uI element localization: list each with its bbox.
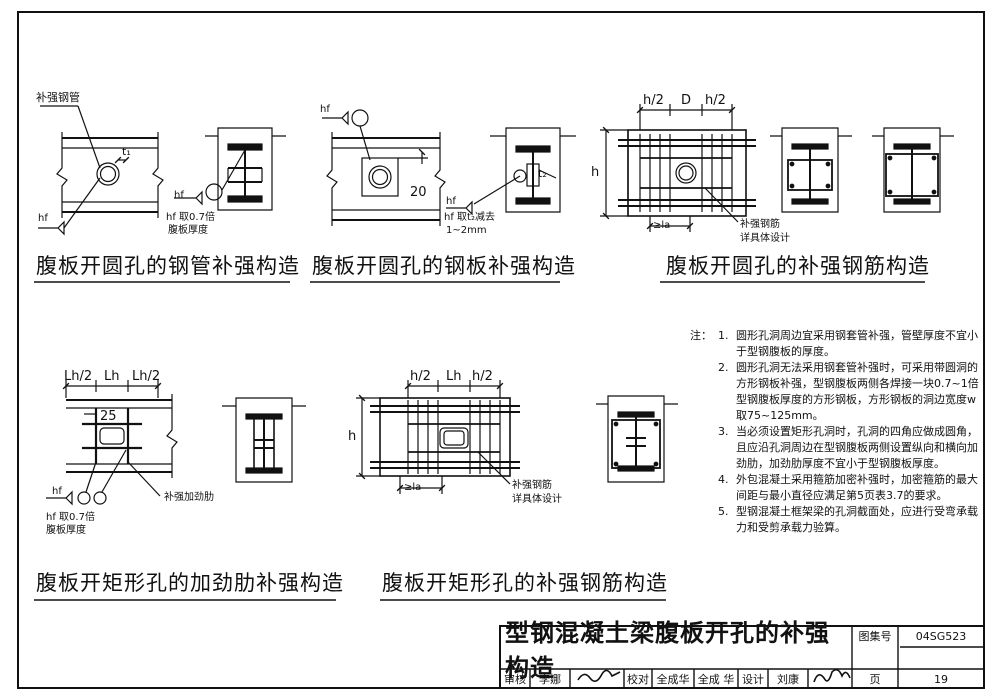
atlas-number: 04SG523: [915, 630, 967, 643]
label-rebar2-d5: 详具体设计: [512, 494, 562, 505]
label-half-h-d5-left: h/2: [410, 369, 431, 384]
check-name: 全成华: [656, 673, 690, 686]
design-label: 设计: [742, 673, 764, 686]
label-stiffener: 补强加劲肋: [164, 492, 214, 503]
label-Lh-half-left: Lh/2: [64, 369, 93, 384]
label-D: D: [681, 93, 692, 108]
label-hf-d2-sec: hf: [446, 196, 456, 207]
title-block: [499, 625, 985, 689]
label-Lh-half-right: Lh/2: [132, 369, 161, 384]
label-hf-d1-sec: hf: [174, 190, 184, 201]
note-item: 3.当必须设置矩形孔洞时，孔洞的四角应做成圆角，且应沿孔洞周边在型钢腹板两侧设置…: [718, 425, 978, 470]
signature-mark: [577, 669, 621, 682]
label-hf-note-d4: hf 取0.7倍: [46, 512, 95, 523]
label-h-d3: h: [591, 165, 600, 180]
label-hf-t2-note: hf 取t₂减去: [444, 212, 495, 223]
caption-d5: 腹板开矩形孔的补强钢筋构造: [382, 571, 668, 595]
diagram-1-tube: [38, 105, 286, 236]
page-number: 19: [934, 673, 948, 686]
label-t2: t₂: [538, 167, 547, 180]
label-hf-note2-d4: 腹板厚度: [46, 525, 86, 536]
diagram-3-rebar-round: [600, 104, 954, 232]
check-name-signed: 全成 华: [697, 673, 735, 686]
design-name: 刘康: [777, 673, 799, 686]
label-la-d3: ≥la: [653, 220, 671, 231]
notes-list: 1.圆形孔洞周边宜采用钢套管补强，管壁厚度不宜小于型钢腹板的厚度。 2.圆形孔洞…: [718, 328, 980, 536]
label-hf-d4: hf: [52, 486, 62, 497]
label-dim-25: 25: [100, 409, 117, 424]
label-rebar2-d3: 详具体设计: [740, 233, 790, 244]
review-label: 审核: [504, 673, 526, 686]
caption-d2: 腹板开圆孔的钢板补强构造: [312, 254, 576, 278]
caption-d4: 腹板开矩形孔的加劲肋补强构造: [36, 571, 344, 595]
label-hf-t2-note2: 1~2mm: [446, 225, 487, 236]
label-half-h-left: h/2: [643, 93, 664, 108]
atlas-label: 图集号: [858, 630, 892, 643]
label-Lh-d5: Lh: [446, 369, 462, 384]
label-hf-note-d1: hf 取0.7倍: [166, 212, 215, 223]
note-item: 1.圆形孔洞周边宜采用钢套管补强，管壁厚度不宜小于型钢腹板的厚度。: [718, 329, 978, 358]
label-la-d5: ≥la: [404, 482, 422, 493]
signature-mark: [813, 668, 851, 683]
label-Lh-d4: Lh: [104, 369, 120, 384]
check-label: 校对: [627, 673, 649, 686]
note-item: 2.圆形孔洞无法采用钢套管补强时，可采用带圆洞的方形钢板补强，型钢腹板两侧各焊接…: [718, 361, 979, 422]
label-hf-d1: hf: [38, 213, 48, 224]
review-name: 李娜: [539, 673, 561, 686]
note-item: 4.外包混凝土采用箍筋加密补强时，加密箍筋的最大间距与最小直径应满足第5页表3.…: [718, 473, 978, 502]
label-dim-20: 20: [410, 185, 427, 200]
label-h-d5: h: [348, 429, 357, 444]
label-rebar-d3: 补强钢筋: [740, 219, 780, 230]
caption-d3: 腹板开圆孔的补强钢筋构造: [666, 254, 930, 278]
label-hf-d2: hf: [320, 104, 330, 115]
label-rebar-d5: 补强钢筋: [512, 480, 552, 491]
note-item: 5.型钢混凝土框架梁的孔洞截面处，应进行受弯承载力和受剪承载力验算。: [718, 505, 978, 534]
label-hf-note2-d1: 腹板厚度: [168, 225, 208, 236]
label-steel-tube: 补强钢管: [36, 91, 80, 104]
sheet-title: 型钢混凝土梁腹板开孔的补强构造: [505, 619, 830, 682]
diagram-2-plate: [322, 109, 576, 226]
caption-d1: 腹板开圆孔的钢管补强构造: [36, 254, 300, 278]
page-label: 页: [869, 673, 881, 686]
label-t1: t₁: [122, 145, 131, 158]
notes-label: 注：: [690, 329, 712, 342]
diagram-5-rebar-rect: [356, 380, 678, 494]
label-half-h-right: h/2: [705, 93, 726, 108]
diagram-4-stiffener: [46, 380, 306, 506]
label-half-h-d5-right: h/2: [472, 369, 493, 384]
